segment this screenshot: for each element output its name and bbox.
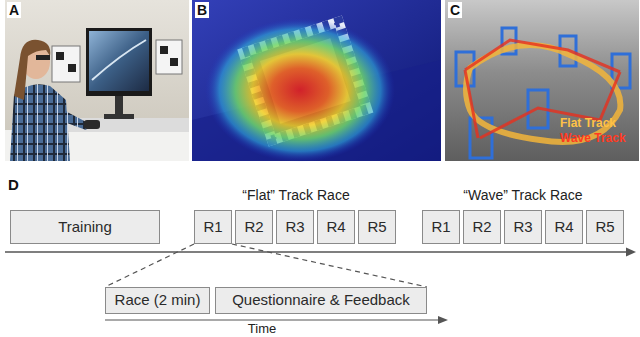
node-text: Questionnaire & Feedback [232,292,410,309]
illustration-shape [438,316,448,324]
illustration-shape [52,46,80,82]
panel-letter: A [7,2,21,18]
node-text: R2 [244,219,263,236]
node-text: Race (2 min) [115,292,201,309]
heatmap-image [192,0,441,162]
node-text: R4 [326,219,345,236]
illustration-shape [465,40,620,138]
axis-label: Time [246,322,278,337]
node-text: R1 [431,219,450,236]
illustration-shape [56,52,64,60]
phase-box: Training [10,210,160,244]
illustration-shape [89,31,149,91]
illustration-shape [156,40,182,74]
timeline-arrow [5,248,636,257]
panel-letter: B [195,2,209,18]
round-box: R2 [463,210,501,244]
illustration-shape [14,40,50,100]
illustration-shape [68,64,76,72]
step-box: Questionnaire & Feedback [215,287,427,314]
section-heading: “Wave” Track Race [463,187,582,203]
illustration-shape [445,0,639,161]
node-text: R2 [472,219,491,236]
illustration-shape [626,248,636,257]
round-box: R1 [194,210,232,244]
round-box: R2 [235,210,273,244]
round-box: R5 [586,210,624,244]
node-text: R4 [554,219,573,236]
illustration-shape [480,72,620,138]
illustration-shape [5,251,628,252]
track-image [445,0,639,161]
node-text: R3 [513,219,532,236]
round-box: R5 [358,210,396,244]
node-text: Training [58,219,112,236]
illustration-shape [170,58,178,66]
node-text: R5 [595,219,614,236]
node-text: R5 [367,219,386,236]
node-text: R3 [285,219,304,236]
illustration-shape [445,30,639,31]
illustration-shape [86,28,152,96]
dashed-connector [105,244,194,287]
illustration-shape [205,18,395,162]
illustration-shape [5,0,189,161]
round-box: R1 [422,210,460,244]
illustration-shape [192,0,441,161]
round-box: R3 [276,210,314,244]
panel-letter: D [8,176,19,193]
illustration-shape [36,55,50,60]
round-box: R3 [504,210,542,244]
track-label: Wave Track [560,132,626,146]
photo-participant [5,0,189,161]
round-box: R4 [317,210,355,244]
step-box: Race (2 min) [105,287,210,314]
illustration-shape [466,45,620,142]
illustration-shape [465,40,620,72]
track-label: Flat Track [560,117,616,131]
section-heading: “Flat” Track Race [242,187,349,203]
round-box: R4 [545,210,583,244]
node-text: R1 [203,219,222,236]
illustration-shape [48,104,90,130]
illustration-shape [115,96,123,116]
illustration-shape [456,28,630,158]
illustration-shape [84,120,100,129]
illustration-shape [160,46,168,54]
illustration-shape [465,70,478,138]
illustration-shape [104,114,134,119]
illustration-shape [105,319,440,320]
dashed-connector [232,244,427,287]
illustration-shape [92,40,146,80]
panel-letter: C [448,2,462,18]
